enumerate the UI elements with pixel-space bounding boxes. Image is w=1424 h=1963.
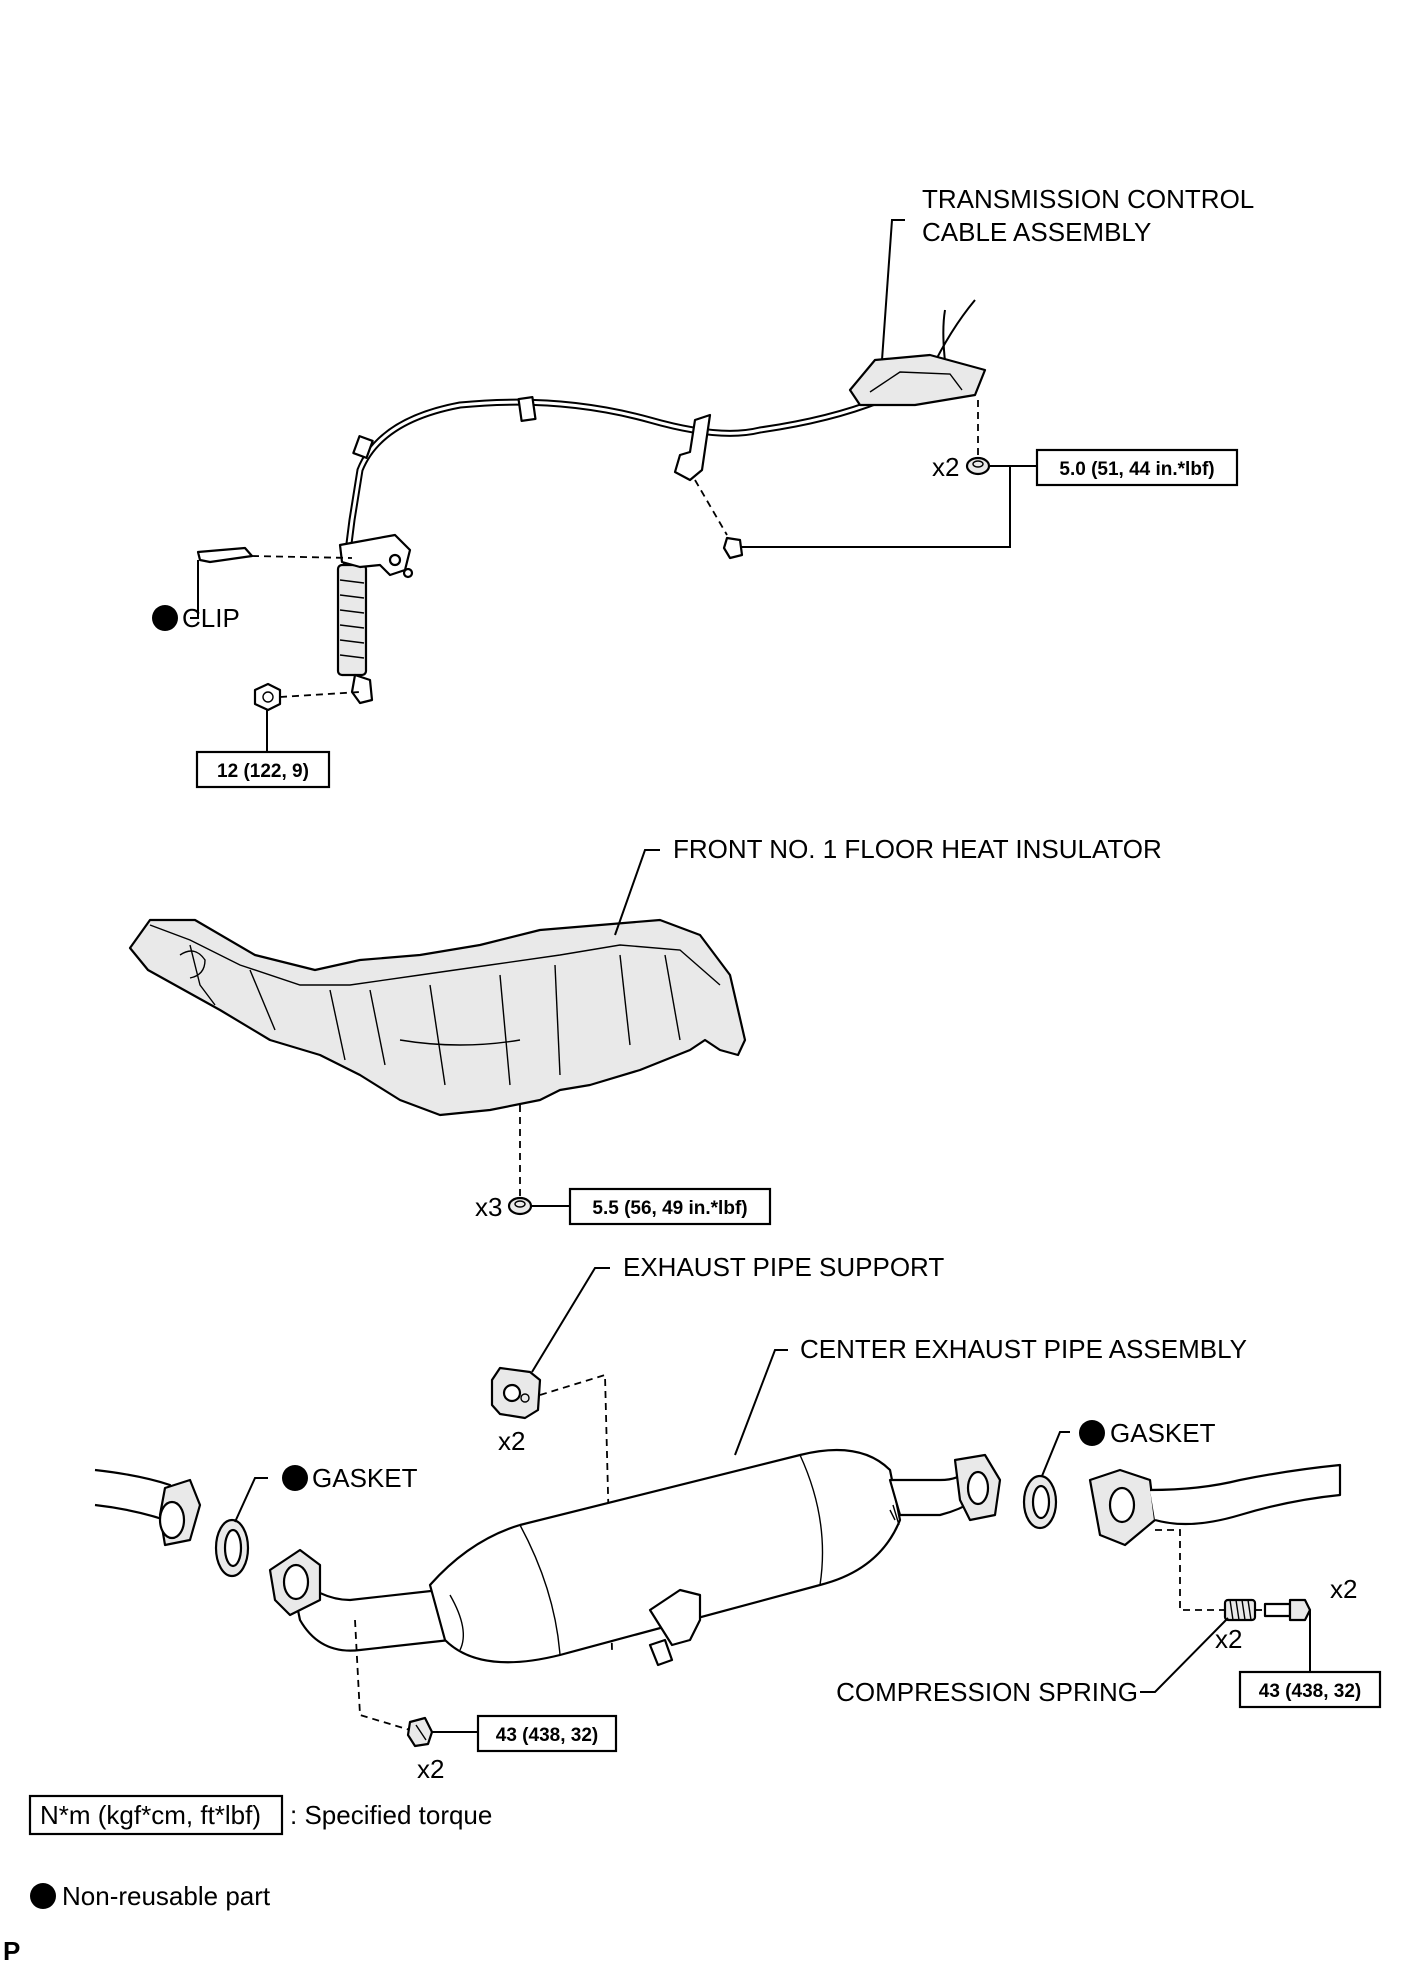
tail-pipe-stub [1088, 1463, 1342, 1547]
center-exhaust-pipe-label: CENTER EXHAUST PIPE ASSEMBLY [800, 1334, 1247, 1364]
transmission-cable-label-line1: TRANSMISSION CONTROL [922, 184, 1254, 214]
insulator-nut-quantity: x3 [475, 1192, 502, 1222]
exhaust-front-torque: 43 (438, 32) [496, 1725, 598, 1746]
front-bolt-quantity: x2 [417, 1754, 444, 1784]
legend-non-reusable: Non-reusable part [62, 1881, 271, 1911]
transmission-cable-label-line2: CABLE ASSEMBLY [922, 217, 1151, 247]
non-reusable-marker-icon [30, 1883, 56, 1909]
gasket-right-label: GASKET [1110, 1418, 1216, 1448]
exhaust-pipe-support [490, 1366, 542, 1420]
cable-nut-quantity: x2 [932, 452, 959, 482]
gasket-right [1022, 1474, 1058, 1530]
cable-bracket-bolt [722, 536, 744, 560]
exhaust-rear-bolt [1263, 1598, 1312, 1622]
center-exhaust-pipe-assembly [268, 1448, 1002, 1667]
legend-torque-box: N*m (kgf*cm, ft*lbf) [40, 1800, 261, 1830]
legend: N*m (kgf*cm, ft*lbf) : Specified torque … [3, 1794, 492, 1963]
cable-bracket-plate [848, 353, 987, 407]
rear-bolt-quantity: x2 [1330, 1574, 1357, 1604]
spring-quantity: x2 [1215, 1624, 1242, 1654]
gasket-left [214, 1518, 250, 1578]
exhaust-pipe-support-label: EXHAUST PIPE SUPPORT [623, 1252, 944, 1282]
corner-code: P [3, 1936, 20, 1963]
transmission-control-cable-assembly [336, 299, 987, 705]
insulator-torque: 5.5 (56, 49 in.*lbf) [592, 1198, 747, 1219]
support-quantity: x2 [498, 1426, 525, 1456]
non-reusable-marker-icon [282, 1465, 308, 1491]
heat-insulator-label: FRONT NO. 1 FLOOR HEAT INSULATOR [673, 834, 1162, 864]
front-pipe-stub [94, 1468, 202, 1547]
compression-spring [1223, 1598, 1257, 1622]
insulator-nut [507, 1196, 533, 1216]
cable-bracket-torque: 5.0 (51, 44 in.*lbf) [1059, 459, 1214, 480]
non-reusable-marker-icon [152, 605, 178, 631]
clip-label: CLIP [182, 603, 240, 633]
clip-part [196, 546, 254, 564]
compression-spring-label: COMPRESSION SPRING [836, 1677, 1138, 1707]
exhaust-front-bolt [406, 1716, 434, 1748]
legend-torque-desc: : Specified torque [290, 1800, 492, 1830]
front-floor-heat-insulator [128, 918, 747, 1117]
cable-end-nut [253, 682, 282, 712]
exhaust-rear-torque: 43 (438, 32) [1259, 1681, 1361, 1702]
cable-end-nut-torque: 12 (122, 9) [217, 761, 309, 782]
non-reusable-marker-icon [1079, 1420, 1105, 1446]
gasket-left-label: GASKET [312, 1463, 418, 1493]
cable-bracket-nut [965, 456, 991, 476]
